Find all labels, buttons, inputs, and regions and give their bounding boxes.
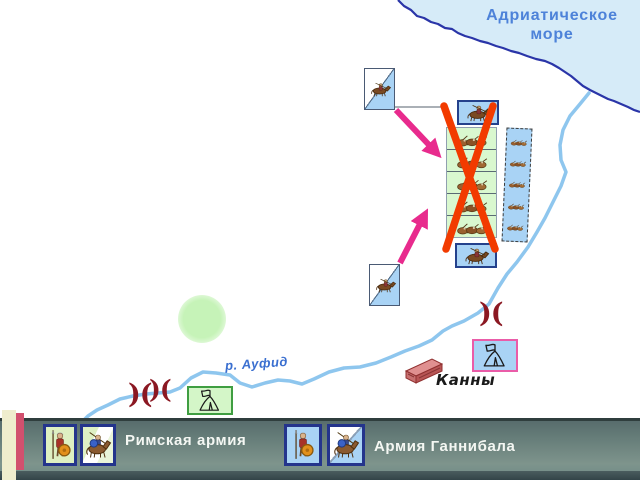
horseman-icon xyxy=(465,247,490,265)
sea-label-line2: море xyxy=(530,26,574,43)
legend-roman-infantry-icon xyxy=(43,424,77,466)
legend-bar-bottom-edge xyxy=(0,471,640,480)
infantry-group-icon xyxy=(457,223,488,235)
infantry-group-icon xyxy=(508,181,526,189)
infantry-group-icon xyxy=(509,160,527,168)
horseman-icon xyxy=(467,104,492,122)
formation-row xyxy=(447,150,496,173)
hannibal-unit-bottom xyxy=(455,243,497,268)
legend-bar: Римская армия Армия Ганнибала xyxy=(0,418,640,480)
hannibal-unit-top xyxy=(457,100,499,125)
roman-infantry-formation xyxy=(446,127,497,238)
legend-hannibal-infantry-icon xyxy=(284,424,322,466)
roman-camp xyxy=(187,386,233,415)
legend-bar-top-edge xyxy=(0,418,640,421)
hannibal-battle-line xyxy=(501,127,533,243)
horseman-icon xyxy=(86,432,111,458)
defeat-symbol: )( xyxy=(479,298,504,329)
infantry-group-icon xyxy=(457,157,488,169)
hannibal-cavalry-upper-flank xyxy=(364,68,395,110)
legend-roman-label: Римская армия xyxy=(125,432,247,449)
sea-label: Адриатическое море xyxy=(462,6,640,44)
template-stripe-cream xyxy=(2,410,16,480)
hannibal-camp xyxy=(472,339,518,372)
template-stripe-crimson xyxy=(16,413,24,470)
highlight-circle xyxy=(178,295,226,343)
legend-roman-cavalry-icon xyxy=(80,424,116,466)
formation-row xyxy=(447,194,496,217)
infantry-group-icon xyxy=(507,203,525,210)
tent-icon xyxy=(483,343,505,367)
horseman-icon xyxy=(370,82,391,97)
horseman-icon xyxy=(375,278,396,293)
horseman-icon xyxy=(334,432,359,458)
formation-row xyxy=(447,128,496,151)
formation-row xyxy=(447,172,496,195)
attack-arrow-lower xyxy=(397,208,429,265)
sea-label-line1: Адриатическое xyxy=(486,7,618,24)
infantry-group-icon xyxy=(457,179,488,191)
attack-arrow-upper xyxy=(393,107,442,159)
town-label: Канны xyxy=(436,371,496,389)
infantry-group-icon xyxy=(507,224,524,231)
formation-row xyxy=(447,216,496,237)
legend-hannibal-cavalry-icon xyxy=(327,424,365,466)
infantry-group-icon xyxy=(510,139,528,147)
soldier-icon xyxy=(50,429,71,460)
defeat-symbol: )( xyxy=(149,375,172,404)
river-label: р. Ауфид xyxy=(224,353,289,374)
hannibal-cavalry-lower-flank xyxy=(369,264,400,306)
soldier-icon xyxy=(293,429,314,460)
legend-hannibal-label: Армия Ганнибала xyxy=(374,438,516,455)
tent-icon xyxy=(199,389,220,411)
infantry-group-icon xyxy=(457,135,488,147)
infantry-group-icon xyxy=(457,201,488,213)
